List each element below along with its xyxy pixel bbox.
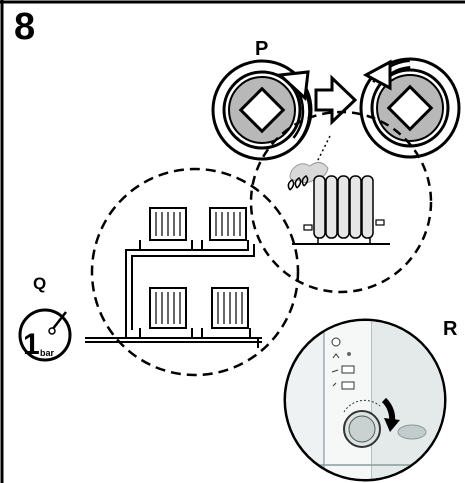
heating-system-circle — [90, 167, 300, 377]
label-q: Q — [33, 274, 47, 293]
boiler-control-panel — [283, 318, 447, 482]
radiator-detail-circle — [249, 110, 433, 294]
step-number: 8 — [14, 6, 36, 48]
right-arrow-icon — [314, 74, 358, 126]
label-p: P — [255, 38, 269, 60]
valve-after-icon — [359, 57, 461, 159]
pressure-gauge-icon — [18, 308, 72, 362]
radiator-bottom-right — [211, 287, 249, 329]
gauge-value: 1 — [23, 328, 40, 361]
radiator-top-left — [149, 207, 187, 241]
label-r: R — [443, 318, 458, 340]
radiator-top-right — [209, 207, 247, 241]
gauge-unit: bar — [40, 348, 55, 358]
radiator-icon — [292, 175, 390, 245]
valve-before-icon — [211, 59, 313, 161]
radiator-bottom-left — [149, 287, 187, 329]
heating-pipes — [85, 240, 262, 348]
